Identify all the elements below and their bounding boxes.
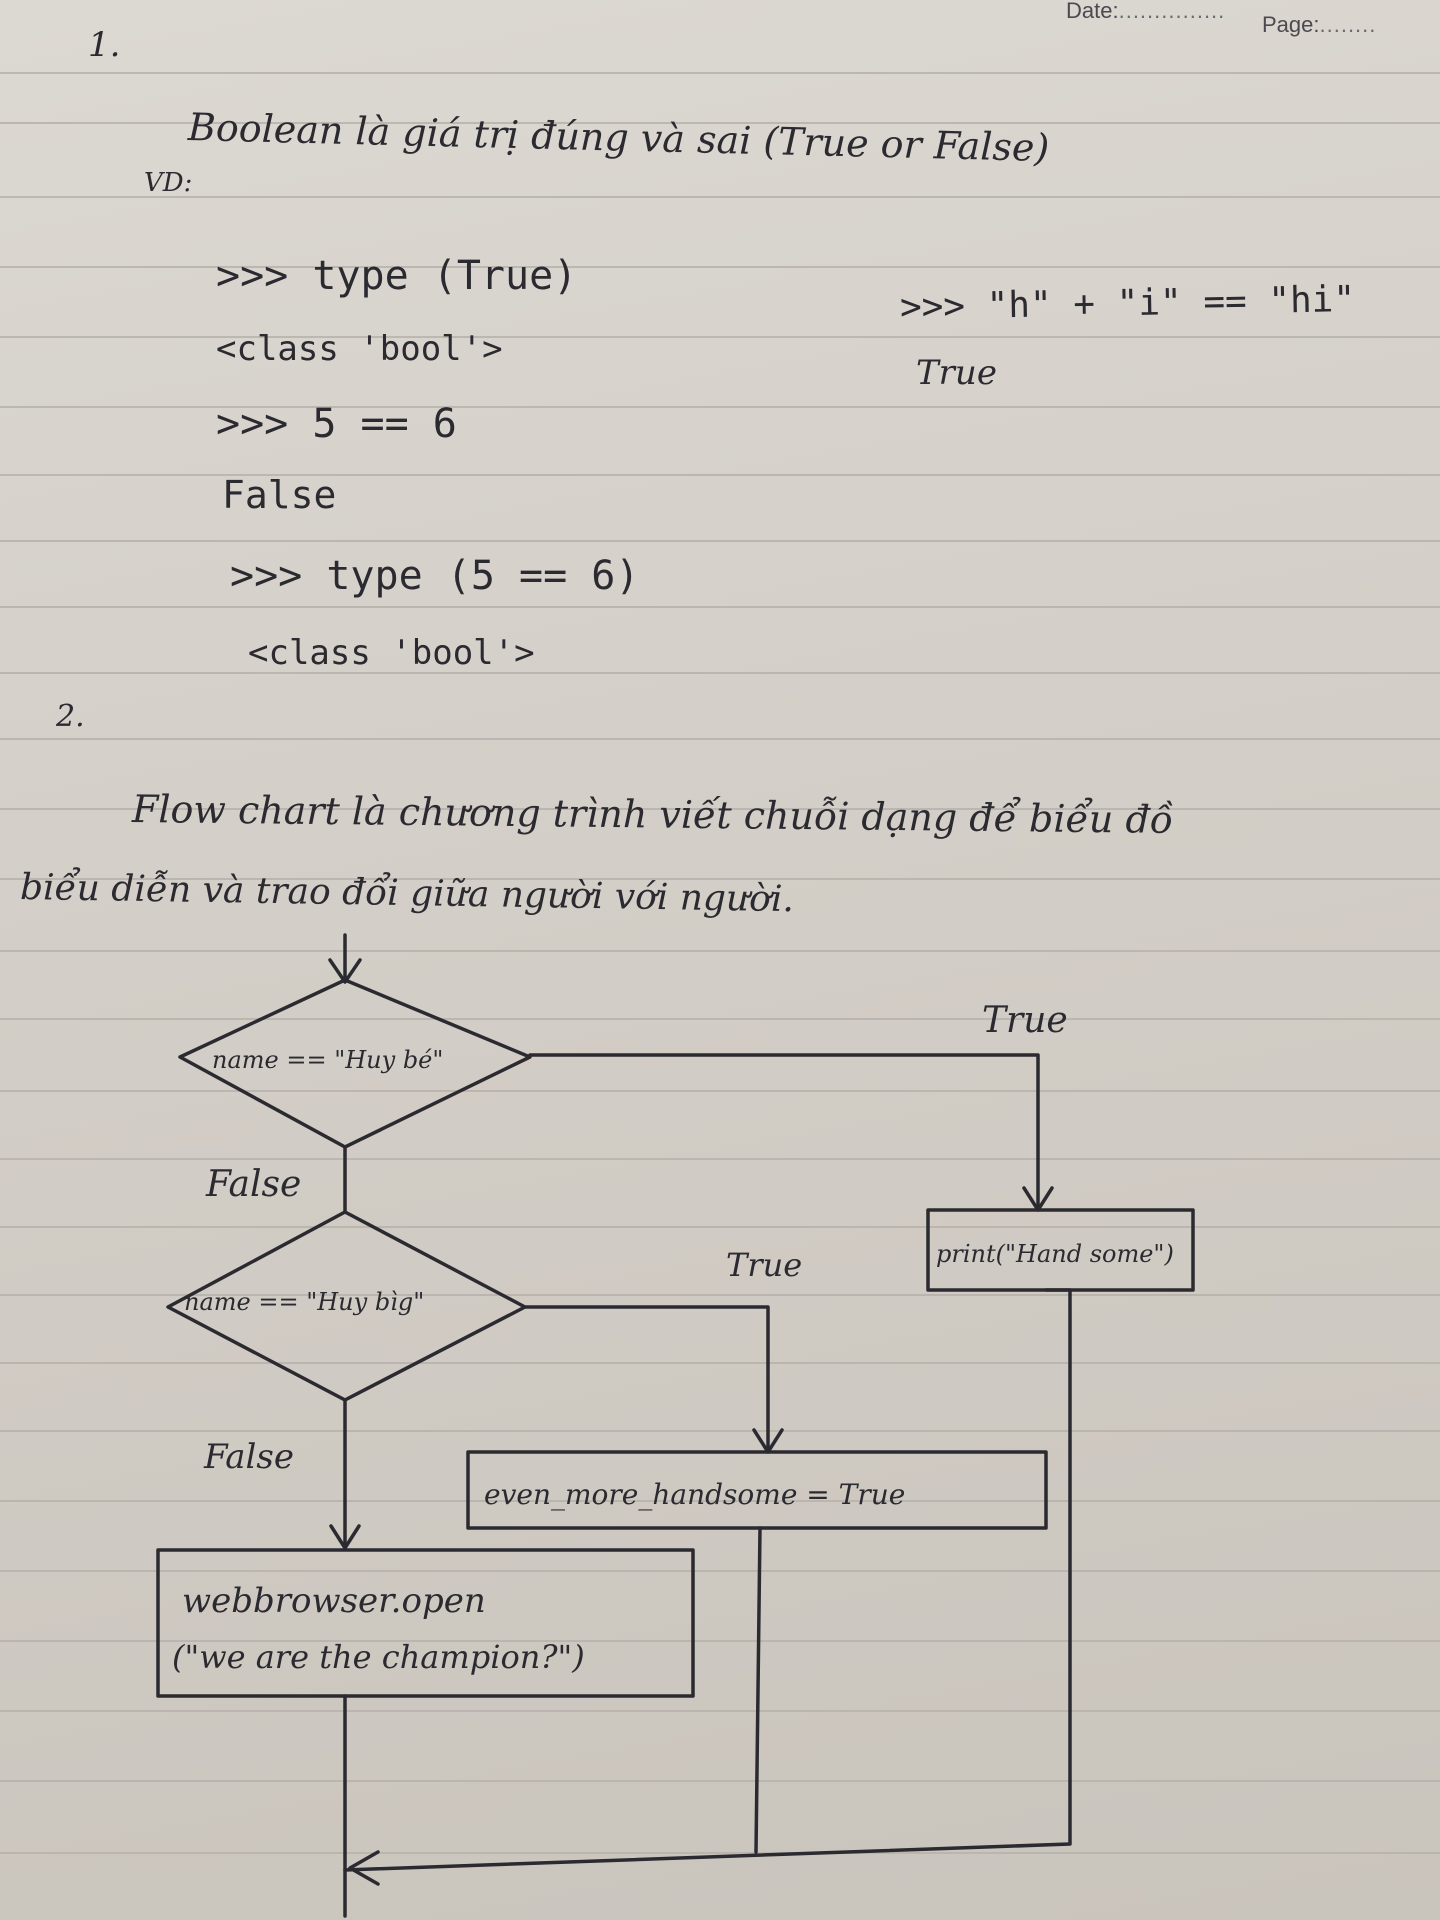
code-output: False (222, 473, 337, 517)
true-branch-2 (523, 1305, 770, 1452)
decision-1-text: name == "Huy bé" (212, 1046, 443, 1074)
example-label: VD: (144, 168, 193, 198)
ruled-line (0, 878, 1440, 880)
assign-process-box (466, 1450, 1048, 1530)
assign-process-text: even_more_handsome = True (484, 1478, 905, 1511)
ruled-line (0, 1226, 1440, 1228)
true-label: True (726, 1246, 802, 1284)
ruled-line (0, 1710, 1440, 1712)
ruled-line (0, 1780, 1440, 1782)
decision-2-text: name == "Huy bìg" (184, 1288, 424, 1316)
ruled-line (0, 950, 1440, 952)
side-code-output: True (916, 353, 997, 393)
ruled-line (0, 474, 1440, 476)
ruled-line (0, 672, 1440, 674)
print-process-text: print("Hand some") (936, 1240, 1174, 1268)
arrowhead (348, 1850, 380, 1886)
section-number: 1. (88, 25, 121, 65)
ruled-line (0, 1090, 1440, 1092)
ruled-line (0, 1500, 1440, 1502)
ruled-line (0, 1852, 1440, 1854)
ruled-line (0, 122, 1440, 124)
page-label: Page:........ (1262, 12, 1377, 37)
webbrowser-process-box (156, 1548, 695, 1698)
arrowhead (328, 958, 362, 984)
ruled-line (0, 266, 1440, 268)
ruled-line (0, 196, 1440, 198)
arrowhead (329, 1524, 361, 1550)
ruled-line (0, 738, 1440, 740)
merge-line-print (343, 1288, 1072, 1872)
false-label: False (203, 1437, 294, 1477)
section-number: 2. (56, 699, 85, 734)
webbrowser-process-text: webbrowser.open (182, 1581, 486, 1621)
ruled-line (0, 606, 1440, 608)
code-output: <class 'bool'> (216, 329, 503, 369)
ruled-line (0, 540, 1440, 542)
true-branch-1 (528, 1053, 1040, 1210)
code-line: >>> 5 == 6 (216, 401, 457, 447)
ruled-line (0, 1158, 1440, 1160)
ruled-line (0, 1362, 1440, 1364)
code-line: >>> type (True) (216, 253, 578, 299)
merge-line-assign (754, 1526, 762, 1854)
date-label: Date:............... (1066, 0, 1226, 23)
ruled-line (0, 72, 1440, 74)
true-label: True (982, 1000, 1068, 1041)
ruled-line (0, 1570, 1440, 1572)
ruled-line (0, 1294, 1440, 1296)
false-label: False (205, 1164, 301, 1205)
ruled-line (0, 336, 1440, 338)
ruled-line (0, 1640, 1440, 1642)
code-output: <class 'bool'> (248, 633, 535, 673)
ruled-line (0, 406, 1440, 408)
ruled-line (0, 1430, 1440, 1432)
webbrowser-process-text: ("we are the champion?") (172, 1638, 585, 1676)
ruled-line (0, 808, 1440, 810)
code-line: >>> type (5 == 6) (230, 553, 640, 599)
ruled-line (0, 1018, 1440, 1020)
